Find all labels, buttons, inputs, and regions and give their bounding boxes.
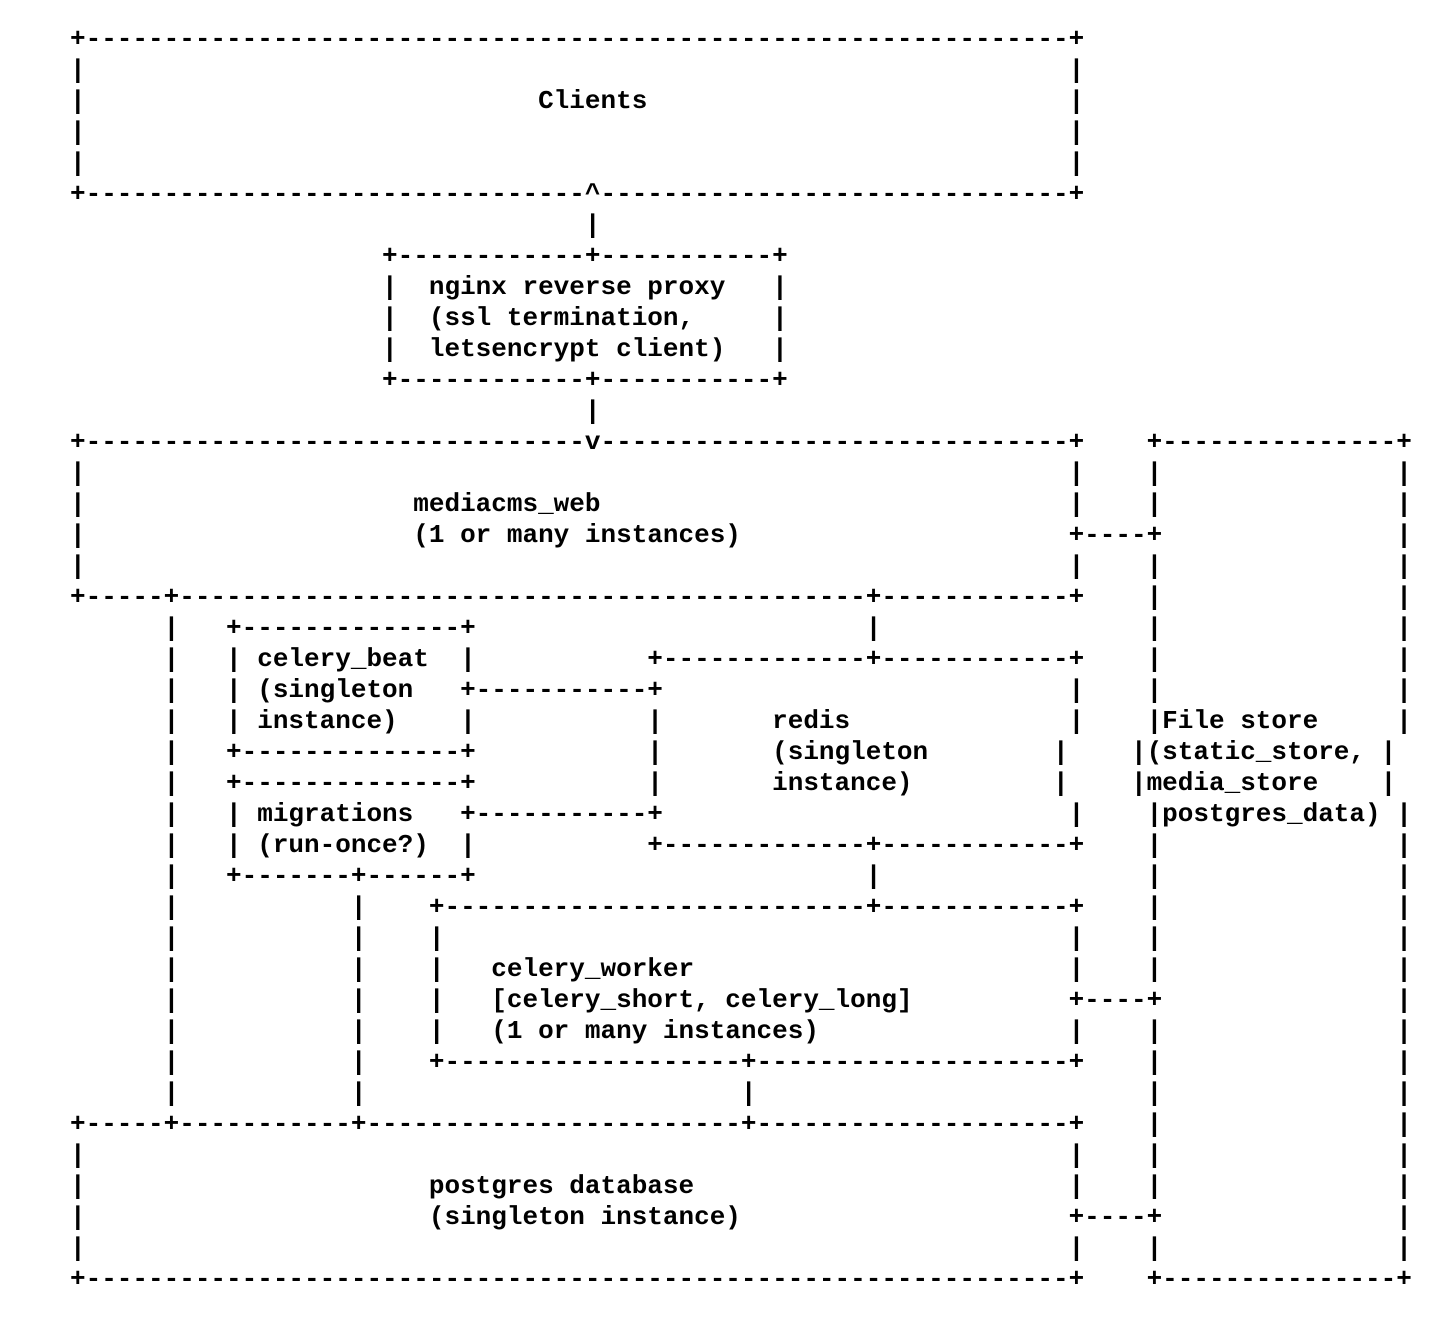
ascii-architecture-diagram: +---------------------------------------… (70, 24, 1412, 1294)
